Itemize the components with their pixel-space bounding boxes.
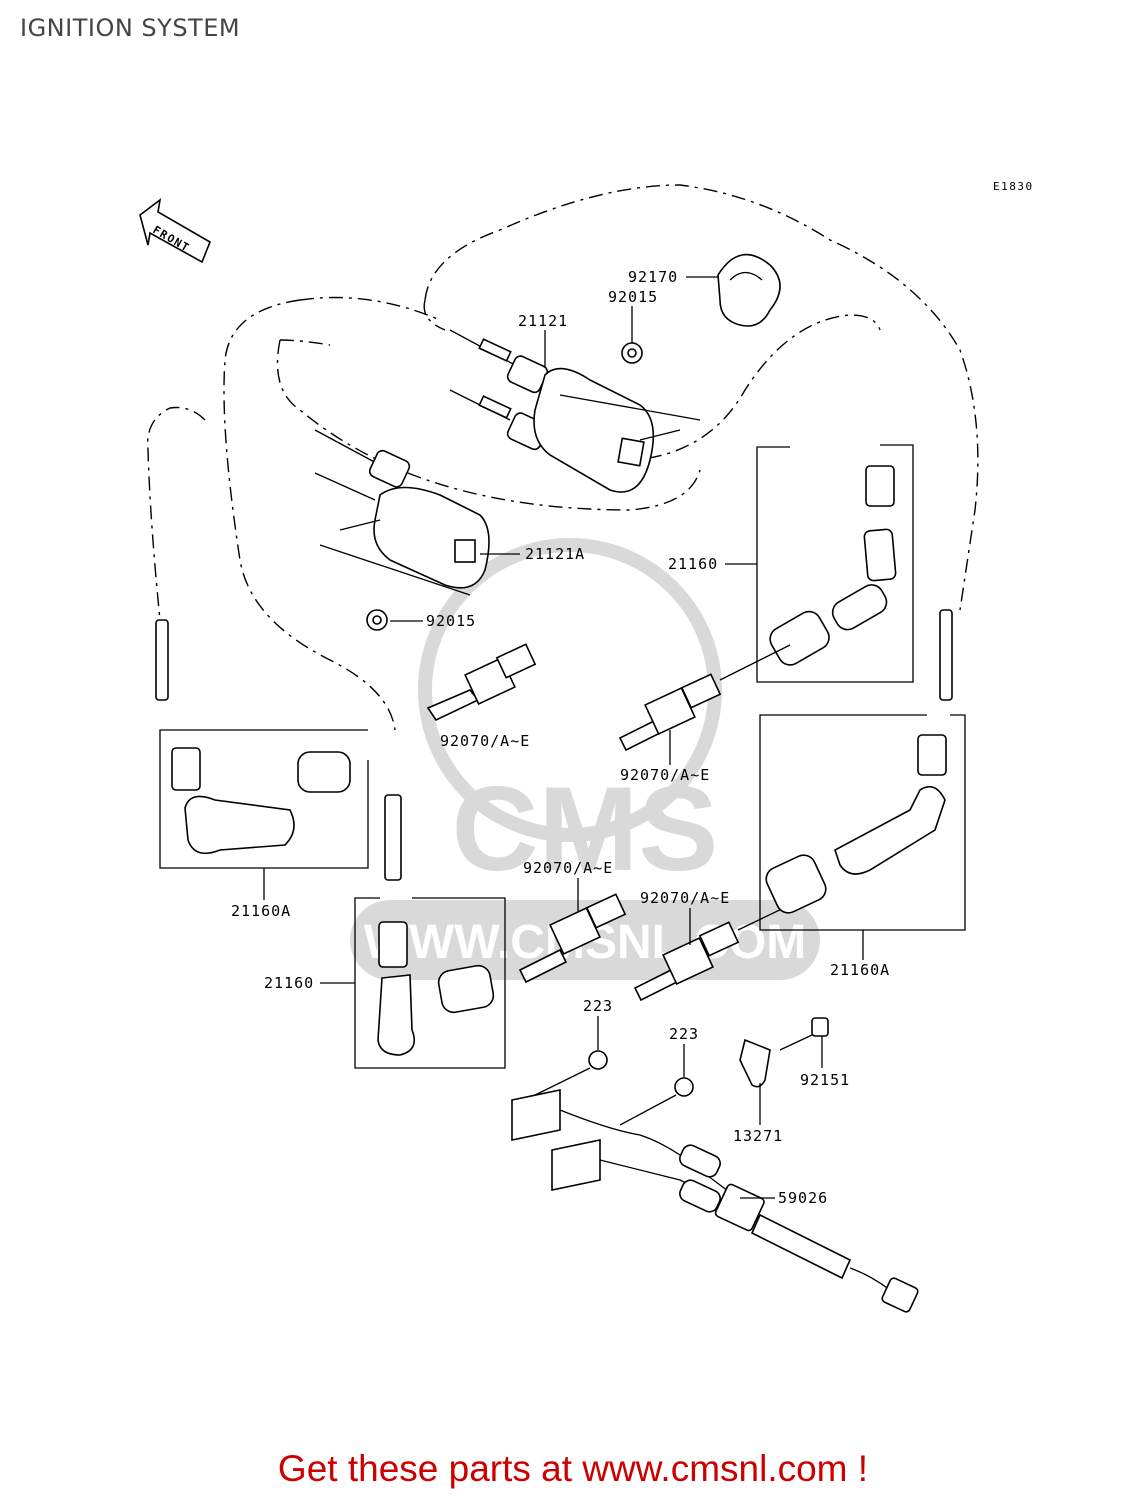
cap-box-bottom (354, 897, 506, 1069)
label-plug-4: 92070/A~E (640, 889, 730, 907)
ignition-coil-lower (314, 429, 490, 596)
label-cap-bottom: 21160 (264, 974, 314, 992)
clamp (717, 253, 781, 327)
label-cap-left: 21160A (231, 902, 291, 920)
screw (779, 1017, 829, 1051)
label-cap-right-top: 21160 (668, 555, 718, 573)
label-bolt-2: 223 (669, 1025, 699, 1043)
diagram-code: E1830 (993, 180, 1034, 193)
label-plug-1: 92070/A~E (440, 732, 530, 750)
label-screw: 92151 (800, 1071, 850, 1089)
cap-box-left (155, 619, 369, 869)
lead-center (384, 794, 402, 881)
ignition-coil-upper (449, 329, 701, 493)
front-arrow-icon: FRONT (139, 198, 212, 264)
label-bolt-1: 223 (583, 997, 613, 1015)
bolt-1 (524, 1050, 608, 1101)
nut-lower (366, 609, 388, 631)
label-coil-top: 21121 (518, 312, 568, 330)
wire-harness (511, 1089, 919, 1313)
spark-plug-2 (618, 644, 791, 752)
page-title: IGNITION SYSTEM (20, 14, 241, 42)
label-plug-2: 92070/A~E (620, 766, 710, 784)
nut-upper (621, 342, 643, 364)
label-harness: 59026 (778, 1189, 828, 1207)
spark-plug-4 (633, 904, 791, 1002)
assembly-lines (146, 184, 979, 731)
label-bracket: 13271 (733, 1127, 783, 1145)
label-coil-lower: 21121A (525, 545, 585, 563)
bracket (739, 1038, 771, 1088)
spark-plug-1 (426, 643, 537, 722)
footer-cta[interactable]: Get these parts at www.cmsnl.com ! (277, 1448, 869, 1489)
watermark-brand: CMS (452, 762, 719, 896)
label-cap-right-bottom: 21160A (830, 961, 890, 979)
cap-box-right-top (756, 444, 914, 683)
label-nut-top: 92015 (608, 288, 658, 306)
label-plug-3: 92070/A~E (523, 859, 613, 877)
spark-plug-3 (518, 893, 627, 984)
label-clamp: 92170 (628, 268, 678, 286)
label-nut-lower: 92015 (426, 612, 476, 630)
bolt-2 (619, 1077, 694, 1126)
